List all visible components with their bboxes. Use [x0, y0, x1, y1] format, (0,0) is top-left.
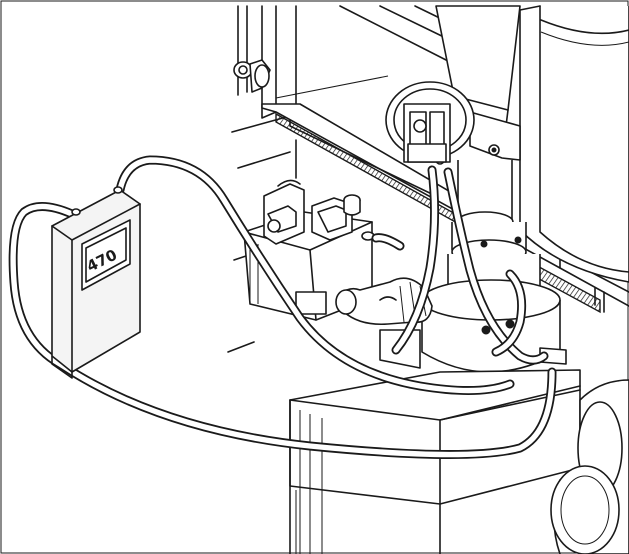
- manometer-port-2: [113, 186, 123, 194]
- circulator-pump: [550, 379, 629, 554]
- lower-housing: [289, 369, 581, 554]
- fan-drum: [519, 5, 629, 283]
- air-pressure-switch: [385, 81, 475, 163]
- test-hose: [8, 155, 557, 460]
- gas-outlet-pipe: [335, 277, 433, 326]
- door-hinge: [233, 59, 271, 93]
- digital-manometer: 470: [51, 186, 141, 379]
- manometer-port-1: [71, 208, 81, 216]
